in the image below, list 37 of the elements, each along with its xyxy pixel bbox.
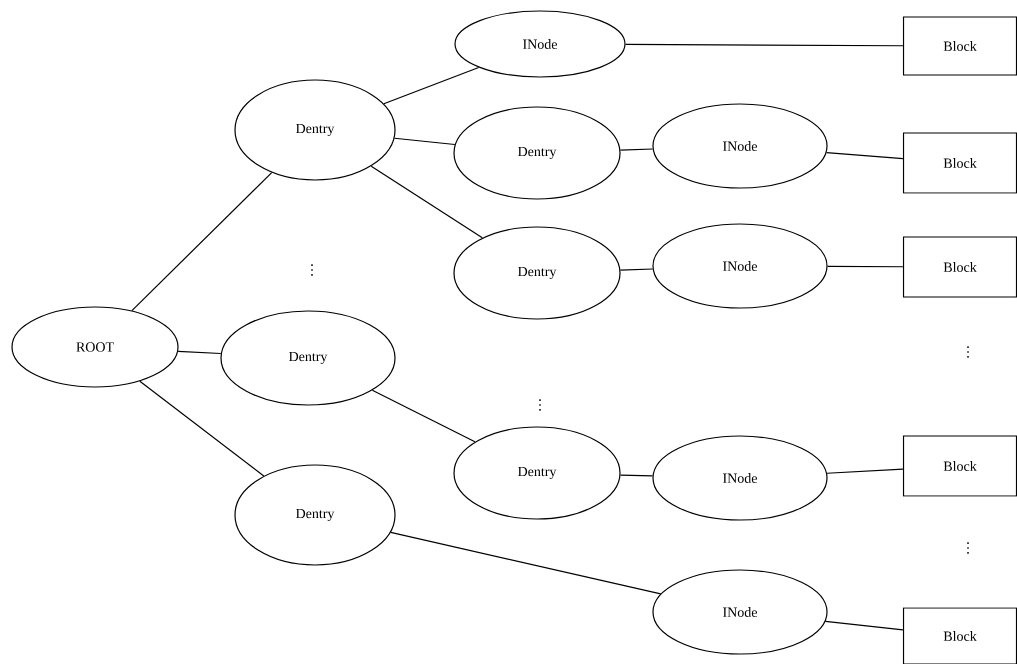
ellipse-node: Dentry bbox=[234, 464, 396, 566]
connector-line bbox=[619, 474, 654, 477]
connector-line bbox=[824, 620, 904, 631]
ellipse-node: Dentry bbox=[453, 106, 621, 200]
connector-line bbox=[827, 265, 904, 268]
connector-line bbox=[826, 468, 904, 474]
connector-line bbox=[177, 350, 222, 355]
vertical-ellipsis: ⋮ bbox=[967, 542, 969, 554]
ellipse-node: INode bbox=[454, 10, 626, 78]
ellipse-node: Dentry bbox=[453, 226, 621, 320]
ellipse-node: INode bbox=[652, 435, 828, 521]
vertical-ellipsis: ⋮ bbox=[311, 264, 313, 276]
connector-line bbox=[619, 268, 654, 271]
connector-line bbox=[625, 43, 904, 47]
connector-line bbox=[393, 137, 456, 146]
block-box: Block bbox=[902, 435, 1017, 497]
ellipse-node: INode bbox=[652, 223, 828, 309]
connector-line bbox=[370, 165, 483, 239]
connector-line bbox=[825, 152, 904, 160]
ellipse-node: Dentry bbox=[453, 426, 621, 520]
connector-line bbox=[131, 172, 273, 312]
block-box: Block bbox=[902, 607, 1017, 664]
ellipse-node: INode bbox=[652, 103, 828, 189]
block-box: Block bbox=[902, 132, 1017, 194]
vertical-ellipsis: ⋮ bbox=[967, 346, 969, 358]
connector-line bbox=[139, 380, 265, 477]
connector-line bbox=[390, 531, 662, 595]
connector-line bbox=[619, 148, 654, 151]
block-box: Block bbox=[902, 16, 1017, 76]
ellipse-node: Dentry bbox=[234, 79, 396, 181]
vertical-ellipsis: ⋮ bbox=[539, 399, 541, 411]
connector-line bbox=[383, 66, 480, 105]
ellipse-node: ROOT bbox=[11, 306, 179, 388]
block-box: Block bbox=[902, 236, 1017, 298]
ellipse-node: INode bbox=[652, 569, 828, 655]
connector-line bbox=[371, 389, 476, 443]
ellipse-node: Dentry bbox=[220, 310, 396, 406]
